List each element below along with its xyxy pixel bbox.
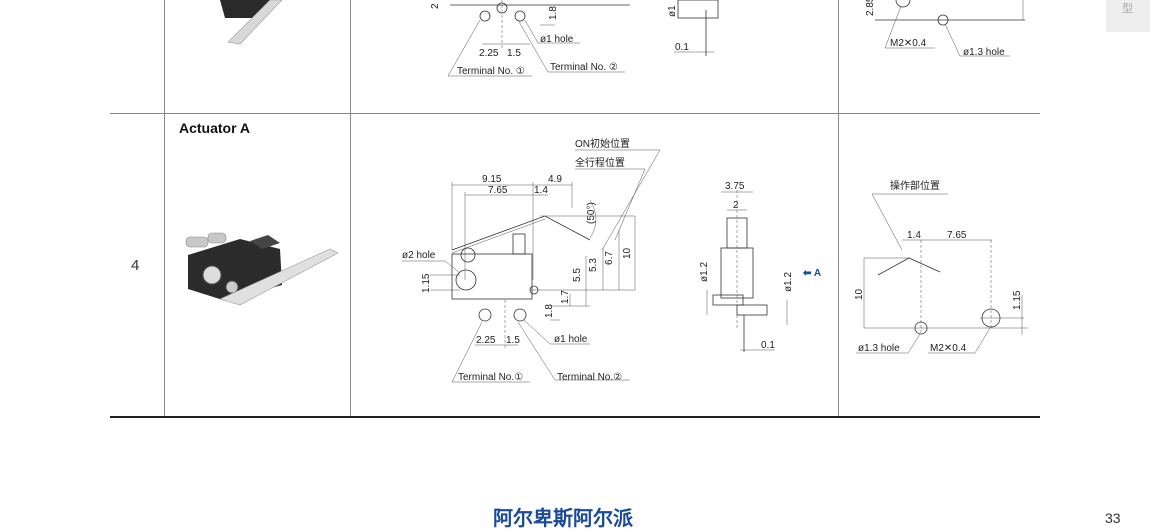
svg-text:10: 10 <box>622 247 633 259</box>
svg-text:5.5: 5.5 <box>572 268 583 282</box>
svg-text:2.25: 2.25 <box>479 48 499 59</box>
svg-text:1.4: 1.4 <box>534 185 548 196</box>
actuator-a-side-view-drawing: 3.75 2 ø1.2 ø1.2 0.1 <box>699 181 794 352</box>
actuator-a-mount-view-drawing: 操作部位置 1.4 7.65 10 1.15 ø1.3 hole M2✕0.4 <box>854 179 1028 354</box>
product-image-actuator-a <box>185 232 339 306</box>
svg-text:7.65: 7.65 <box>947 230 967 241</box>
arrow-left-icon: ⬅ <box>803 268 812 279</box>
svg-text:Terminal No.②: Terminal No.② <box>557 372 622 383</box>
svg-text:Terminal No. ②: Terminal No. ② <box>550 62 618 73</box>
svg-text:操作部位置: 操作部位置 <box>890 179 940 192</box>
svg-text:2: 2 <box>430 3 441 9</box>
svg-text:1.8: 1.8 <box>548 6 559 20</box>
row-number: 4 <box>131 257 140 274</box>
svg-text:10: 10 <box>854 288 865 300</box>
svg-text:全行程位置: 全行程位置 <box>575 156 625 169</box>
svg-text:Terminal No. ①: Terminal No. ① <box>457 66 525 77</box>
svg-text:ø1.3 hole: ø1.3 hole <box>858 343 900 354</box>
prev-mount-view-drawing: 2.85 M2✕0.4 ø1.3 hole <box>865 0 1025 58</box>
row-title: Actuator A <box>179 120 251 136</box>
svg-text:1.5: 1.5 <box>507 48 521 59</box>
svg-text:1.7: 1.7 <box>560 290 571 304</box>
svg-text:ø1: ø1 <box>667 5 678 17</box>
svg-text:0.1: 0.1 <box>761 340 775 351</box>
svg-text:4.9: 4.9 <box>548 174 562 185</box>
svg-text:1.8: 1.8 <box>544 304 555 318</box>
svg-text:ø1 hole: ø1 hole <box>554 334 588 345</box>
svg-text:ON初始位置: ON初始位置 <box>575 137 630 150</box>
svg-text:2.85: 2.85 <box>865 0 876 16</box>
side-tab[interactable]: 型 <box>1106 0 1150 32</box>
svg-text:2: 2 <box>733 200 739 211</box>
svg-text:ø1.2: ø1.2 <box>699 262 710 282</box>
svg-text:(50°): (50°) <box>586 202 597 224</box>
prev-side-view-drawing: ø1 0.1 <box>667 0 719 56</box>
svg-text:1.15: 1.15 <box>421 273 432 293</box>
svg-text:9.15: 9.15 <box>482 174 502 185</box>
svg-text:ø1.2: ø1.2 <box>783 272 794 292</box>
svg-text:M2✕0.4: M2✕0.4 <box>890 38 927 49</box>
page-number: 33 <box>1105 510 1121 526</box>
svg-text:ø1.3 hole: ø1.3 hole <box>963 47 1005 58</box>
footer-brand: 阿尔卑斯阿尔派 <box>493 508 633 530</box>
svg-text:ø2 hole: ø2 hole <box>402 250 436 261</box>
prev-front-view-drawing: 2 1.8 2.25 1.5 ø1 hole Terminal No. ① Te… <box>430 0 630 77</box>
side-tab-label: 型 <box>1122 3 1133 15</box>
svg-text:2.25: 2.25 <box>476 335 496 346</box>
svg-text:1.15: 1.15 <box>1012 290 1023 310</box>
actuator-a-front-view-drawing: ON初始位置 全行程位置 9.15 4.9 7.65 1.4 (50°) 10 … <box>402 137 661 383</box>
table-bottom-border <box>110 416 1040 418</box>
svg-text:5.3: 5.3 <box>588 258 599 272</box>
product-image-prev <box>220 0 283 45</box>
svg-text:M2✕0.4: M2✕0.4 <box>930 343 967 354</box>
view-a-arrow: ⬅ A <box>803 268 821 279</box>
svg-text:6.7: 6.7 <box>604 251 615 265</box>
svg-text:Terminal No.①: Terminal No.① <box>458 372 523 383</box>
svg-text:0.1: 0.1 <box>675 42 689 53</box>
svg-text:ø1 hole: ø1 hole <box>540 34 574 45</box>
row-separator <box>110 113 1040 114</box>
svg-text:7.65: 7.65 <box>488 185 508 196</box>
svg-text:1.5: 1.5 <box>506 335 520 346</box>
table-divider <box>164 0 165 418</box>
view-a-label: A <box>813 268 822 279</box>
svg-text:1.4: 1.4 <box>907 230 921 241</box>
table-divider <box>838 0 839 418</box>
table-divider <box>350 0 351 418</box>
svg-text:3.75: 3.75 <box>725 181 745 192</box>
